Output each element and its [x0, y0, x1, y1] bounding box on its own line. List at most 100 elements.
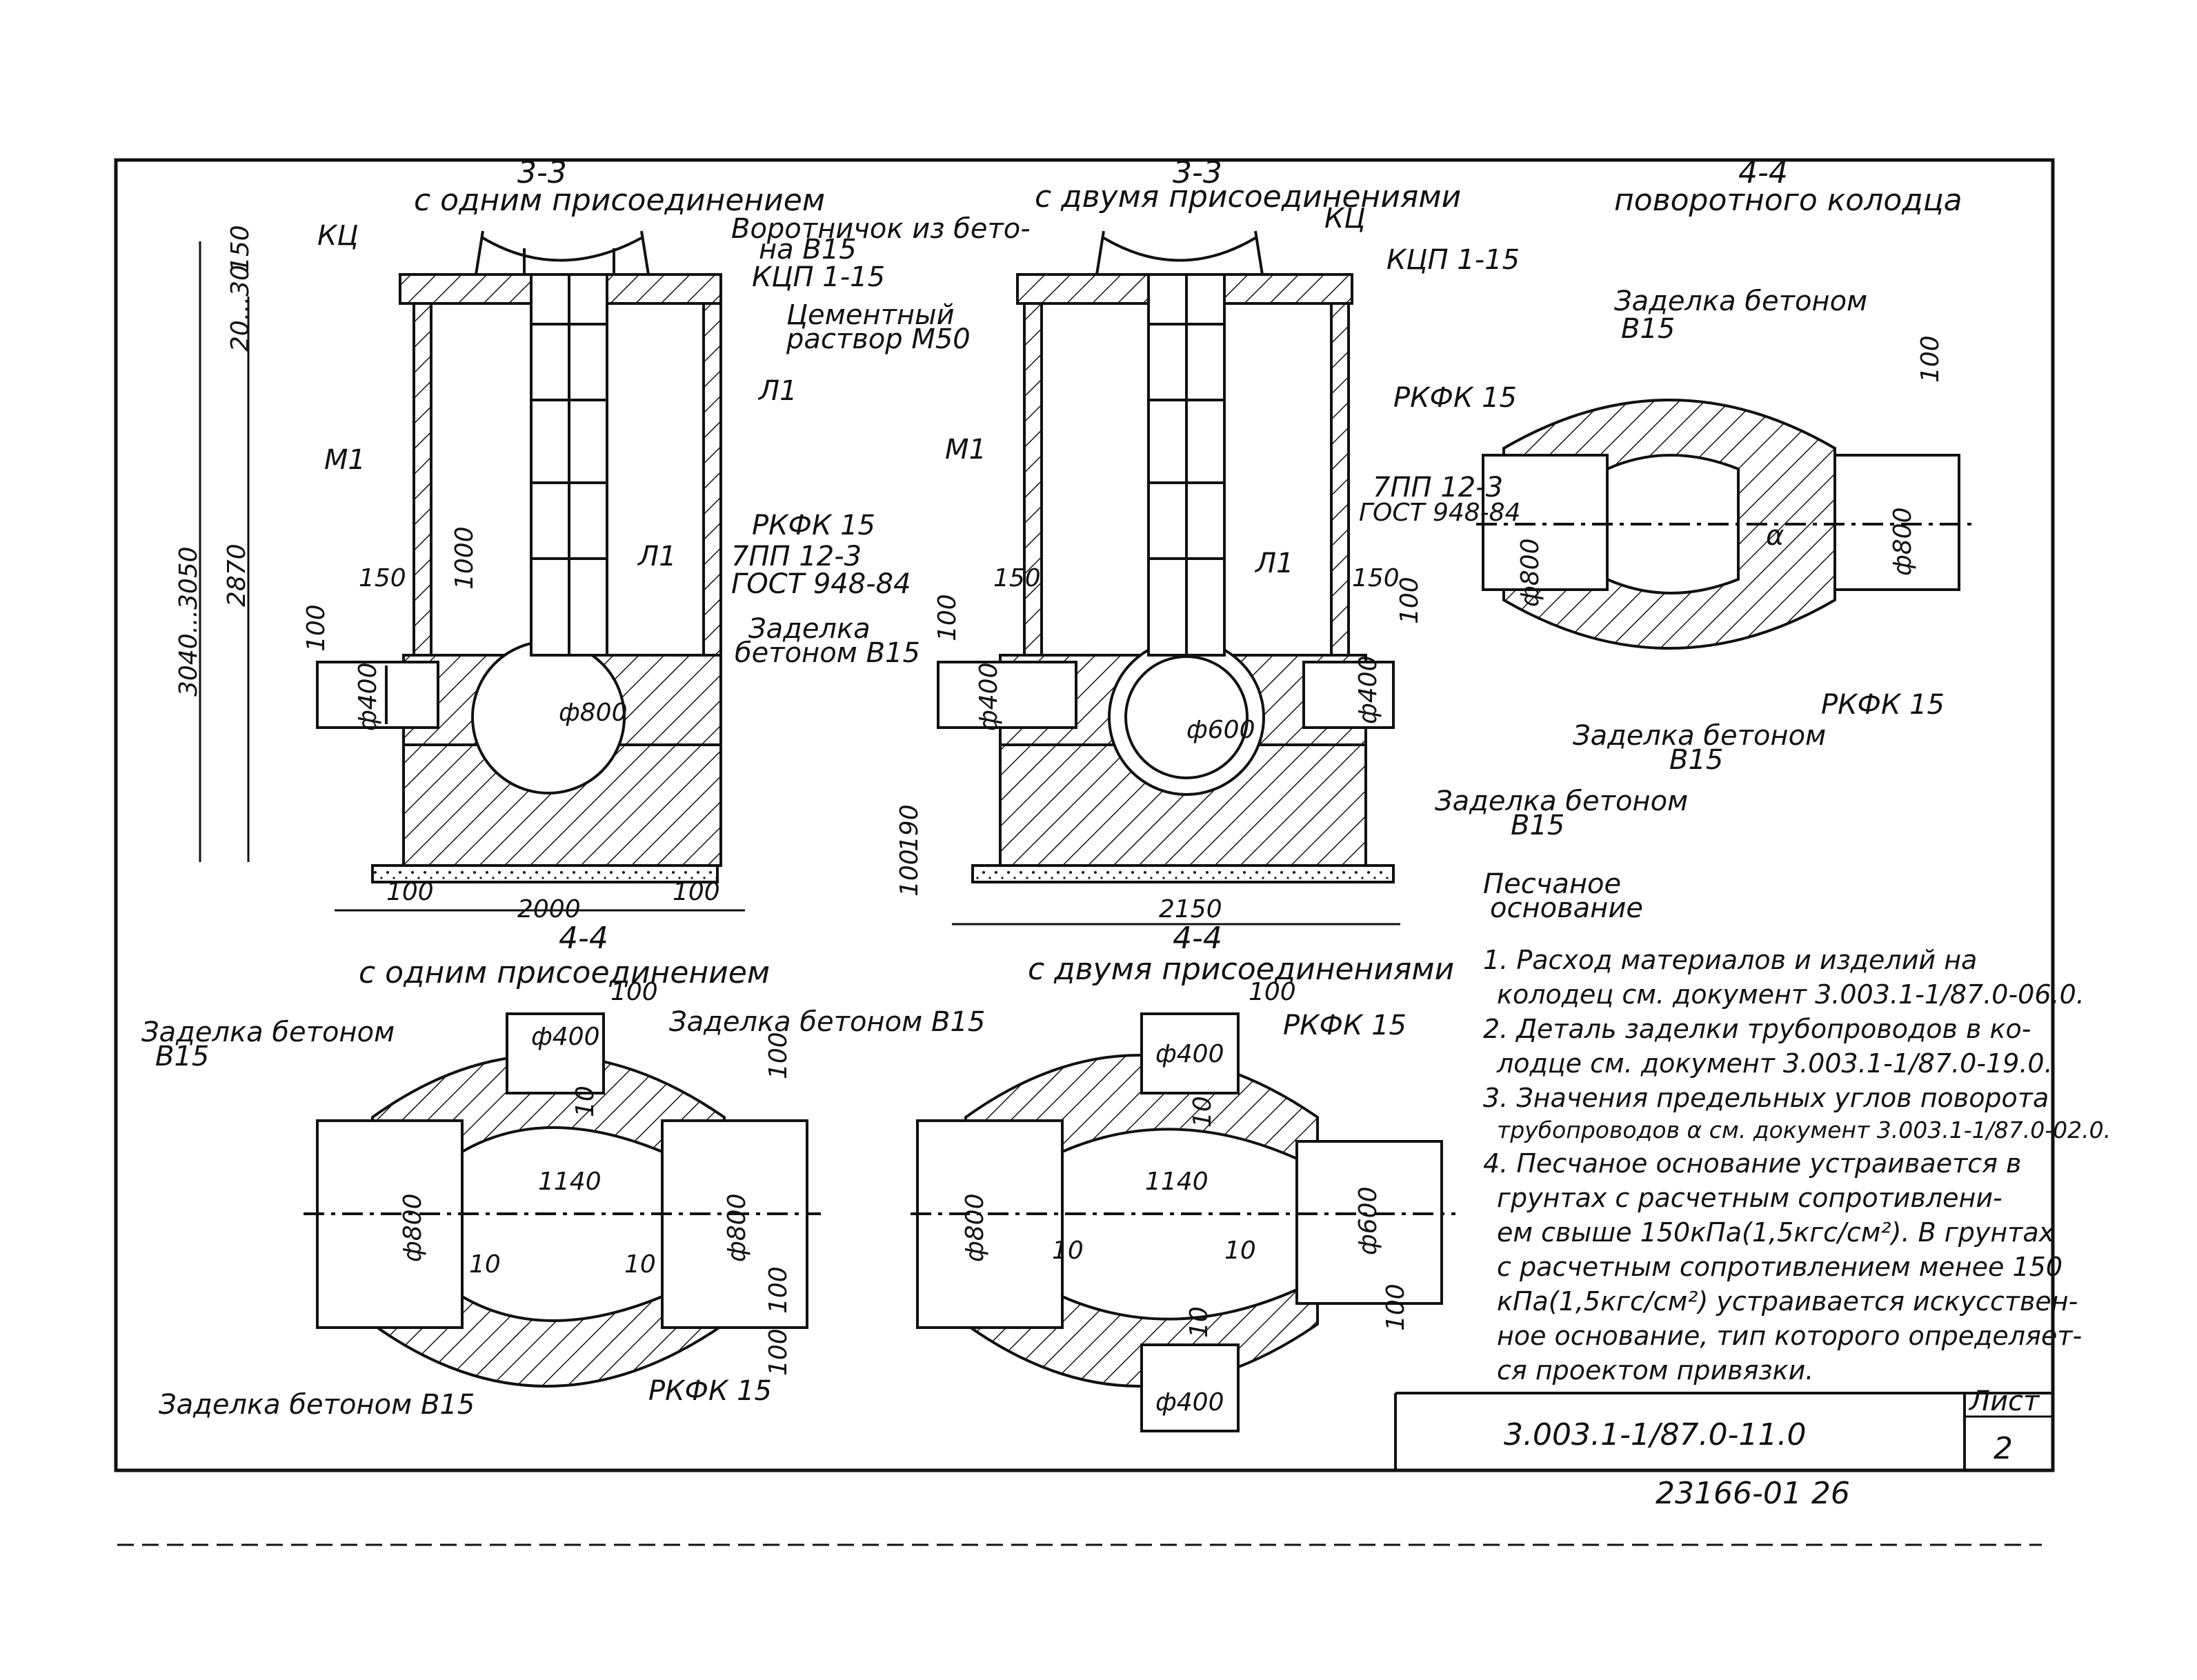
- label-collar-2: на В15: [759, 234, 857, 266]
- label-cement-1: Цементный: [786, 299, 955, 331]
- dim-f400-44b-bottom: ф400: [1155, 1388, 1224, 1417]
- dim-10-44b-3: 10: [1224, 1237, 1256, 1265]
- dim-f600-44b: ф600: [1354, 1187, 1382, 1256]
- dim-100-44a-r: 100: [764, 1032, 793, 1079]
- label-rkfk-44a: РКФК 15: [648, 1375, 772, 1407]
- label-cement-2: раствор М50: [786, 323, 971, 355]
- sheet-frame: [114, 158, 2055, 1546]
- label-seal-44a: Заделка бетоном: [141, 1017, 395, 1048]
- caption-4-4-top: поворотного колодца: [1614, 183, 1962, 218]
- dim-100-top: 100: [1916, 335, 1945, 383]
- dim-1140-b: 1140: [1145, 1168, 1209, 1196]
- dim-100-44a-top: 100: [610, 978, 658, 1006]
- dim-f400-b1: ф400: [975, 663, 1003, 732]
- dim-150-b2: 150: [1352, 564, 1400, 592]
- label-seal-b: Заделка бетоном: [1435, 786, 1688, 817]
- label-seal-44a-grade: В15: [155, 1041, 209, 1072]
- dim-150-b: 150: [993, 564, 1041, 592]
- dim-3040-3050: 3040...3050: [175, 546, 203, 697]
- label-tpp-a: 7ПП 12-3: [731, 541, 862, 572]
- note-line: 2. Деталь заделки трубопроводов в ко-: [1483, 1014, 2031, 1044]
- note-line: 3. Значения предельных углов поворота: [1483, 1083, 2049, 1113]
- dim-100-b2: 100: [1395, 577, 1424, 624]
- dim-f800-a: ф800: [559, 699, 628, 727]
- label-l1-b: Л1: [1254, 548, 1294, 579]
- dim-2870: 2870: [223, 543, 251, 607]
- mark-3-3-b: 3-3: [1173, 155, 1222, 190]
- sheet-number: 2: [1994, 1431, 2013, 1466]
- sheet-label: Лист: [1968, 1386, 2040, 1417]
- label-sand-2: основание: [1490, 892, 1643, 924]
- label-tpp-b: 7ПП 12-3: [1373, 472, 1503, 503]
- label-kcp-b: КЦП 1-15: [1386, 244, 1520, 276]
- dim-100-b1: 100: [933, 594, 962, 641]
- label-sand-1: Песчаное: [1483, 868, 1621, 900]
- dim-100-44b-top: 100: [1249, 978, 1296, 1006]
- mark-4-4-b: 4-4: [1173, 921, 1222, 956]
- dim-1140-a: 1140: [538, 1168, 602, 1196]
- note-line: кПа(1,5кгс/см²) устраивается искусствен-: [1497, 1286, 2078, 1317]
- note-line: ем свыше 150кПа(1,5кгс/см²). В грунтах: [1497, 1217, 2055, 1248]
- note-line: колодец см. документ 3.003.1-1/87.0-06.0…: [1497, 979, 2085, 1010]
- label-rkfk-top: РКФК 15: [1821, 689, 1945, 721]
- label-l1-a-top: Л1: [757, 375, 797, 407]
- label-seal-a-2: бетоном В15: [735, 637, 920, 669]
- dim-100-44a-r2: 100: [764, 1266, 793, 1314]
- dim-2000: 2000: [517, 895, 581, 923]
- note-line: трубопроводов α см. документ 3.003.1-1/8…: [1497, 1117, 2111, 1143]
- dim-f800-44b: ф800: [961, 1194, 989, 1263]
- caption-3-3-a: с одним присоединением: [414, 183, 825, 218]
- dim-f400-a: ф400: [354, 663, 382, 732]
- dim-f800-44a-r: ф800: [723, 1194, 751, 1263]
- label-m1-b: М1: [945, 434, 986, 466]
- label-seal-top: Заделка бетоном: [1614, 286, 1867, 317]
- label-alpha: α: [1766, 520, 1784, 552]
- note-line: 1. Расход материалов и изделий на: [1483, 945, 1977, 975]
- dim-150-a: 150: [226, 225, 255, 272]
- document-number: 3.003.1-1/87.0-11.0: [1504, 1417, 1806, 1452]
- note-line: 4. Песчаное основание устраивается в: [1483, 1148, 2021, 1179]
- note-line: лодце см. документ 3.003.1-1/87.0-19.0.: [1496, 1048, 2053, 1079]
- dim-f400-44b-top: ф400: [1155, 1040, 1224, 1068]
- dim-100-44a-r3: 100: [764, 1328, 793, 1376]
- dim-f400-b2: ф400: [1354, 656, 1382, 725]
- dim-f600-b: ф600: [1186, 716, 1255, 744]
- dim-150-a2: 150: [359, 564, 406, 592]
- caption-3-3-b: с двумя присоединениями: [1035, 179, 1461, 214]
- dim-10-44a-2: 10: [469, 1250, 501, 1279]
- dim-10-44b-4: 10: [1185, 1306, 1213, 1338]
- label-gost-b: ГОСТ 948-84: [1359, 499, 1520, 527]
- dim-100-44b-r: 100: [1382, 1283, 1410, 1331]
- label-seal-top-grade: В15: [1621, 313, 1675, 345]
- label-seal-a-1: Заделка: [748, 613, 871, 645]
- dim-10-44b-1: 10: [1189, 1096, 1217, 1128]
- dim-190: 190: [895, 804, 924, 852]
- label-seal-44a-top: Заделка бетоном В15: [669, 1006, 985, 1038]
- dim-10-44a-1: 10: [571, 1086, 599, 1117]
- mark-3-3-a: 3-3: [517, 155, 567, 190]
- label-rkfk-44b: РКФК 15: [1283, 1010, 1406, 1041]
- section-3-3-one-connection: [316, 230, 722, 883]
- dim-100-a-right: 100: [673, 878, 720, 906]
- dim-20-30: 20...30: [226, 265, 255, 352]
- label-collar-1: Воротничок из бето-: [731, 213, 1031, 245]
- label-seal-b-grade: В15: [1511, 810, 1564, 841]
- label-rkfk-a: РКФК 15: [752, 510, 875, 541]
- note-line: грунтах с расчетным сопротивлени-: [1497, 1183, 2002, 1213]
- section-4-4-one-connection: [304, 1012, 821, 1388]
- dim-10-44a-3: 10: [624, 1250, 656, 1279]
- mark-4-4-top: 4-4: [1738, 155, 1788, 190]
- section-3-3-two-connections: [937, 230, 1395, 883]
- label-l1-a: Л1: [637, 541, 677, 572]
- dimension-lines: [199, 241, 1400, 926]
- notes-block: 1. Расход материалов и изделий на колоде…: [1483, 945, 2111, 1386]
- label-kc-b: КЦ: [1324, 203, 1365, 234]
- dim-f800-top-l: ф800: [1516, 539, 1544, 608]
- section-4-4-two-connections: [911, 1012, 1455, 1432]
- archive-stamp: 23166-01 26: [1656, 1476, 1850, 1511]
- note-line: ся проектом привязки.: [1497, 1355, 1813, 1386]
- dim-10-44b-2: 10: [1052, 1237, 1084, 1265]
- dim-1000: 1000: [450, 526, 479, 590]
- label-kc-a: КЦ: [317, 220, 358, 252]
